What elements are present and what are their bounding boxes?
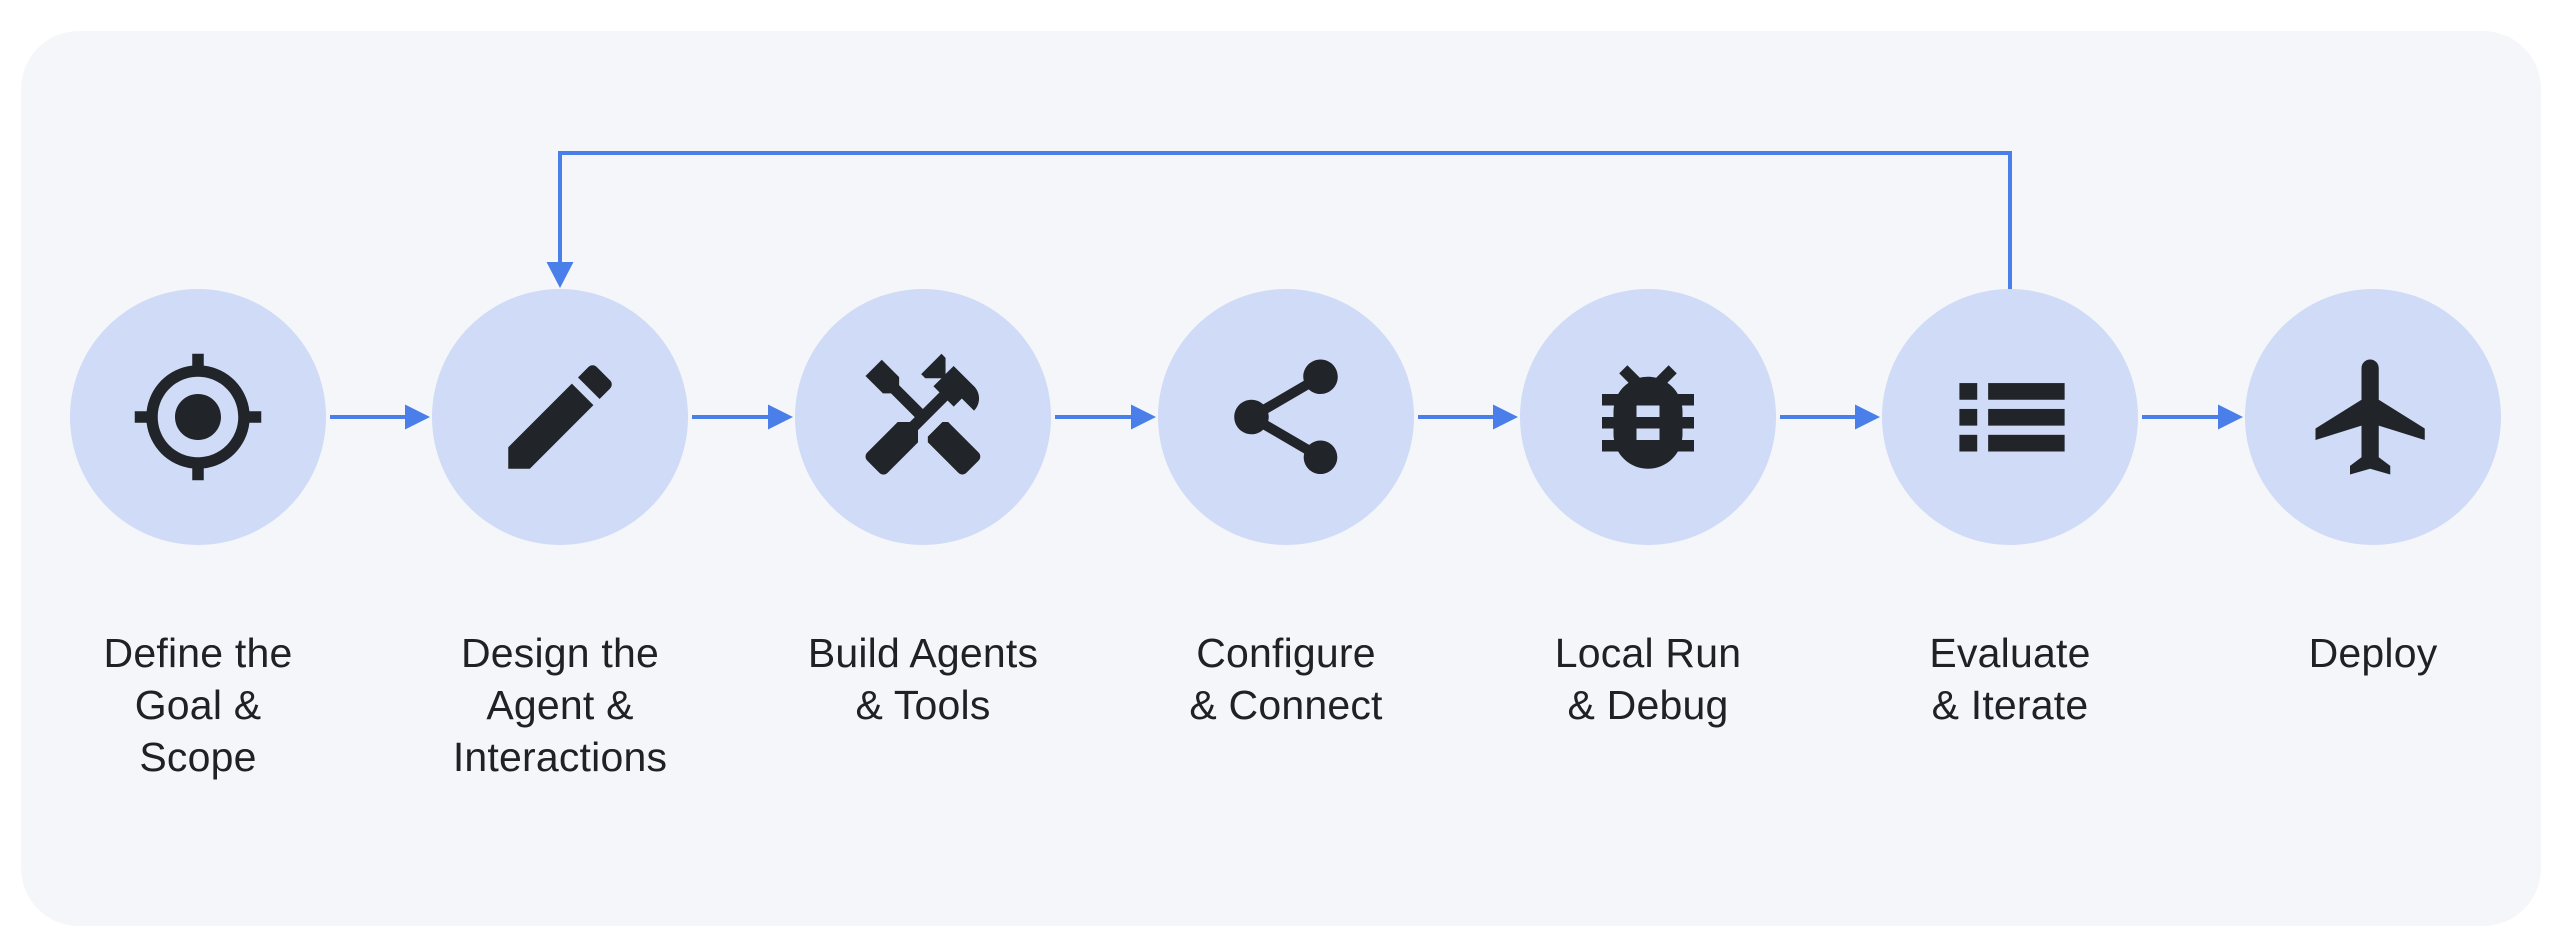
step-label: Build Agents & Tools (807, 630, 1039, 728)
step-label: Deploy (2308, 630, 2438, 676)
step-label: Configure & Connect (1189, 630, 1383, 728)
step-circle (1158, 289, 1414, 545)
workflow-step-deploy: Deploy (2191, 289, 2555, 679)
workflow-step-debug: Local Run & Debug (1466, 289, 1830, 731)
workflow-step-build: Build Agents & Tools (741, 289, 1105, 731)
step-label: Define the Goal & Scope (103, 630, 293, 780)
step-label: Evaluate & Iterate (1929, 630, 2091, 728)
step-circle (432, 289, 688, 545)
step-label: Design the Agent & Interactions (452, 630, 668, 780)
step-circle (1520, 289, 1776, 545)
step-label: Local Run & Debug (1554, 630, 1742, 728)
hammer-wrench-icon (865, 353, 981, 475)
pencil-icon (508, 365, 612, 469)
workflow-step-evaluate: Evaluate & Iterate (1828, 289, 2192, 731)
share-icon (1234, 359, 1338, 475)
workflow-step-configure: Configure & Connect (1104, 289, 1468, 731)
step-circle (70, 289, 326, 545)
airplane-icon (2315, 359, 2425, 475)
step-circle (1882, 289, 2138, 545)
workflow-step-design: Design the Agent & Interactions (378, 289, 742, 783)
step-circle (795, 289, 1051, 545)
list-icon (1959, 383, 2065, 452)
workflow-step-define: Define the Goal & Scope (16, 289, 380, 783)
target-icon (134, 353, 262, 481)
step-circle (2245, 289, 2501, 545)
bug-icon (1602, 365, 1694, 469)
